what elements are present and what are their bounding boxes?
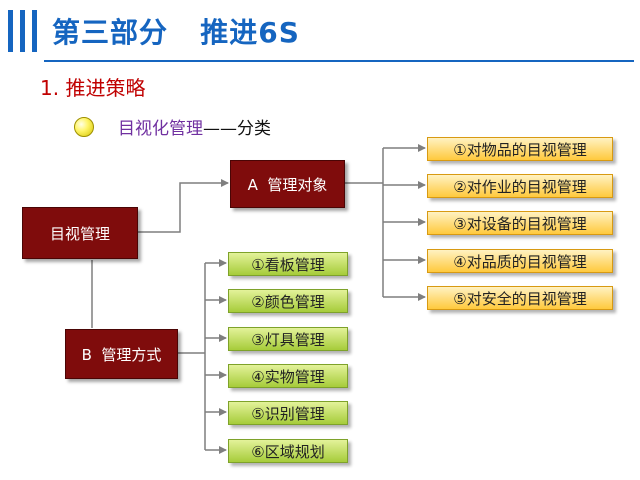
header-divider bbox=[44, 60, 634, 62]
object-item: ③对设备的目视管理 bbox=[427, 211, 613, 235]
method-item: ⑥区域规划 bbox=[228, 439, 348, 463]
branch-a-node: A 管理对象 bbox=[230, 160, 345, 208]
section-title: 1. 推进策略 bbox=[40, 76, 146, 100]
subtitle: 目视化管理——分类 bbox=[118, 114, 271, 139]
object-item: ⑤对安全的目视管理 bbox=[427, 286, 613, 310]
branch-b-node: B 管理方式 bbox=[65, 329, 178, 379]
accent-bar bbox=[32, 10, 37, 52]
method-item: ⑤识别管理 bbox=[228, 401, 348, 425]
method-item: ②颜色管理 bbox=[228, 289, 348, 313]
subtitle-main: 目视化管理 bbox=[118, 119, 203, 139]
method-item: ①看板管理 bbox=[228, 252, 348, 276]
accent-bar bbox=[8, 10, 13, 52]
method-item: ④实物管理 bbox=[228, 364, 348, 388]
root-node: 目视管理 bbox=[22, 207, 138, 259]
accent-bar bbox=[20, 10, 25, 52]
object-item: ④对品质的目视管理 bbox=[427, 249, 613, 273]
subtitle-suffix: ——分类 bbox=[203, 119, 271, 139]
header-accent-bars bbox=[0, 0, 48, 62]
method-item: ③灯具管理 bbox=[228, 327, 348, 351]
bulb-bullet-icon bbox=[74, 117, 94, 137]
object-item: ②对作业的目视管理 bbox=[427, 174, 613, 198]
connector-root-a bbox=[138, 179, 229, 233]
object-item: ①对物品的目视管理 bbox=[427, 137, 613, 161]
page-title: 第三部分 推进6S bbox=[52, 16, 300, 49]
